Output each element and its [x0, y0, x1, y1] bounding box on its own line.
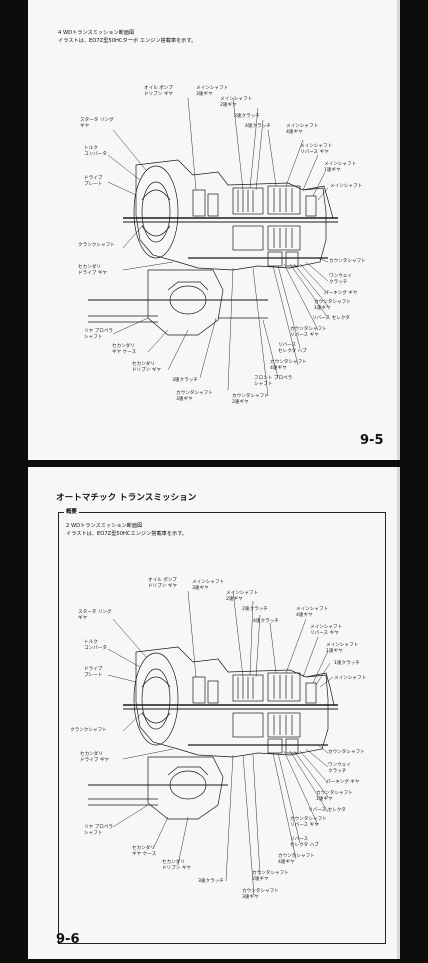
transmission-cross-section-4wd: [88, 97, 338, 397]
label-crankshaft: クランクシャフト: [70, 728, 107, 733]
label-secondary-drive-gear: セカンダリ ドライブ ギヤ: [80, 752, 110, 763]
label-2nd-clutch: 2速クラッチ: [234, 114, 260, 119]
label-drive-plate: ドライブ プレート: [84, 667, 103, 678]
label-starter-ring-gear: スタータ リング ギヤ: [80, 118, 114, 129]
label-crankshaft: クランクシャフト: [78, 243, 115, 248]
label-mainshaft: メインシャフト: [330, 184, 363, 189]
label-countershaft: カウンタシャフト: [328, 750, 365, 755]
label-mainshaft-1st-gear: メインシャフト 1速ギヤ: [326, 643, 359, 654]
label-reverse-selector-hub: リバース セレクタ ハブ: [290, 837, 319, 848]
label-mainshaft-2nd-gear: メインシャフト 2速ギヤ: [220, 97, 253, 108]
label-mainshaft-1st-gear: メインシャフト 1速ギヤ: [324, 162, 357, 173]
label-4th-clutch: 4速クラッチ: [245, 124, 271, 129]
manual-page-9-5: 4 WDトランスミッション断面図 イラストは、EO7Z型50HCターボ エンジン…: [28, 0, 400, 460]
transmission-cross-section-2wd: [88, 590, 338, 896]
label-front-propeller-shaft: フロント プロペラ シャフト: [254, 376, 293, 387]
label-one-way-clutch: ワンウェイ クラッチ: [329, 274, 352, 285]
label-rear-propeller-shaft: リヤ プロペラ シャフト: [84, 825, 114, 836]
label-countershaft-1st-gear: カウンタシャフト 1速ギヤ: [314, 300, 351, 311]
label-mainshaft-reverse-gear: メインシャフト リバース ギヤ: [300, 144, 333, 155]
overview-frame: [58, 512, 386, 944]
label-3rd-clutch: 3速クラッチ: [198, 879, 224, 884]
label-countershaft-3rd-gear: カウンタシャフト 3速ギヤ: [176, 391, 213, 402]
label-mainshaft-4th-gear: メインシャフト 4速ギヤ: [286, 124, 319, 135]
label-secondary-gear-case: セカンダリ ギヤ ケース: [112, 344, 137, 355]
label-one-way-clutch: ワンウェイ クラッチ: [328, 763, 351, 774]
label-reverse-selector: リバース セレクタ: [308, 808, 346, 813]
page-edge-shadow: [397, 467, 400, 959]
label-countershaft-2nd-gear: カウンタシャフト 2速ギヤ: [252, 871, 289, 882]
overview-tag: 概要: [64, 507, 79, 515]
label-reverse-selector: リバース セレクタ: [312, 316, 350, 321]
section-heading: 2 WDトランスミッション断面図: [66, 523, 143, 529]
label-countershaft-reverse-gear: カウンタシャフト リバース ギヤ: [290, 327, 327, 338]
label-1st-clutch: 1速クラッチ: [334, 661, 360, 666]
label-countershaft-reverse-gear: カウンタシャフト リバース ギヤ: [290, 817, 327, 828]
illustration-note: イラストは、EO7Z型50HCターボ エンジン搭載車を示す。: [58, 38, 197, 44]
label-secondary-drive-gear: セカンダリ ドライブ ギヤ: [78, 265, 108, 276]
label-secondary-driven-gear: セカンダリ ドリブン ギヤ: [132, 362, 162, 373]
section-heading: 4 WDトランスミッション断面図: [58, 30, 135, 36]
label-2nd-clutch: 2速クラッチ: [242, 607, 268, 612]
label-countershaft-1st-gear: カウンタシャフト 1速ギヤ: [316, 791, 353, 802]
label-starter-ring-gear: スタータ リング ギヤ: [78, 610, 112, 621]
page-number: 9-6: [56, 932, 80, 947]
label-countershaft-2nd-gear: カウンタシャフト 2速ギヤ: [232, 394, 269, 405]
label-countershaft-3rd-gear: カウンタシャフト 3速ギヤ: [242, 889, 279, 900]
label-secondary-gear-case: セカンダリ ギヤ ケース: [132, 846, 157, 857]
label-mainshaft-reverse-gear: メインシャフト リバース ギヤ: [310, 625, 343, 636]
page-edge-shadow: [397, 0, 400, 460]
label-oil-pump-driven-gear: オイル ポンプ ドリブン ギヤ: [148, 578, 178, 589]
label-oil-pump-driven-gear: オイル ポンプ ドリブン ギヤ: [144, 86, 174, 97]
page-number: 9-5: [360, 433, 384, 448]
label-torque-converter: トルク コンバータ: [84, 146, 107, 157]
illustration-note: イラストは、EO7Z型50HCエンジン搭載車を示す。: [66, 531, 188, 537]
label-countershaft: カウンタシャフト: [329, 259, 366, 264]
manual-page-9-6: オートマチック トランスミッション 概要 2 WDトランスミッション断面図 イラ…: [28, 467, 400, 959]
label-mainshaft-2nd-gear: メインシャフト 2速ギヤ: [226, 591, 259, 602]
label-reverse-selector-hub: リバース セレクタ ハブ: [278, 343, 307, 354]
label-rear-propeller-shaft: リヤ プロペラ シャフト: [84, 329, 114, 340]
label-countershaft-4th-gear: カウンタシャフト 4速ギヤ: [270, 360, 307, 371]
label-torque-converter: トルク コンバータ: [84, 640, 107, 651]
label-drive-plate: ドライブ プレート: [84, 176, 103, 187]
label-4th-clutch: 4速クラッチ: [253, 619, 279, 624]
label-mainshaft: メインシャフト: [334, 676, 367, 681]
label-secondary-driven-gear: セカンダリ ドリブン ギヤ: [162, 860, 192, 871]
label-3rd-clutch: 3速クラッチ: [172, 378, 198, 383]
section-title: オートマチック トランスミッション: [56, 493, 197, 503]
label-mainshaft-4th-gear: メインシャフト 4速ギヤ: [296, 607, 329, 618]
label-mainshaft-3rd-gear: メインシャフト 3速ギヤ: [196, 86, 229, 97]
label-countershaft-4th-gear: カウンタシャフト 4速ギヤ: [278, 854, 315, 865]
label-parking-gear: パーキング ギヤ: [326, 780, 360, 785]
label-parking-gear: パーキング ギヤ: [324, 291, 358, 296]
label-mainshaft-3rd-gear: メインシャフト 3速ギヤ: [192, 580, 225, 591]
